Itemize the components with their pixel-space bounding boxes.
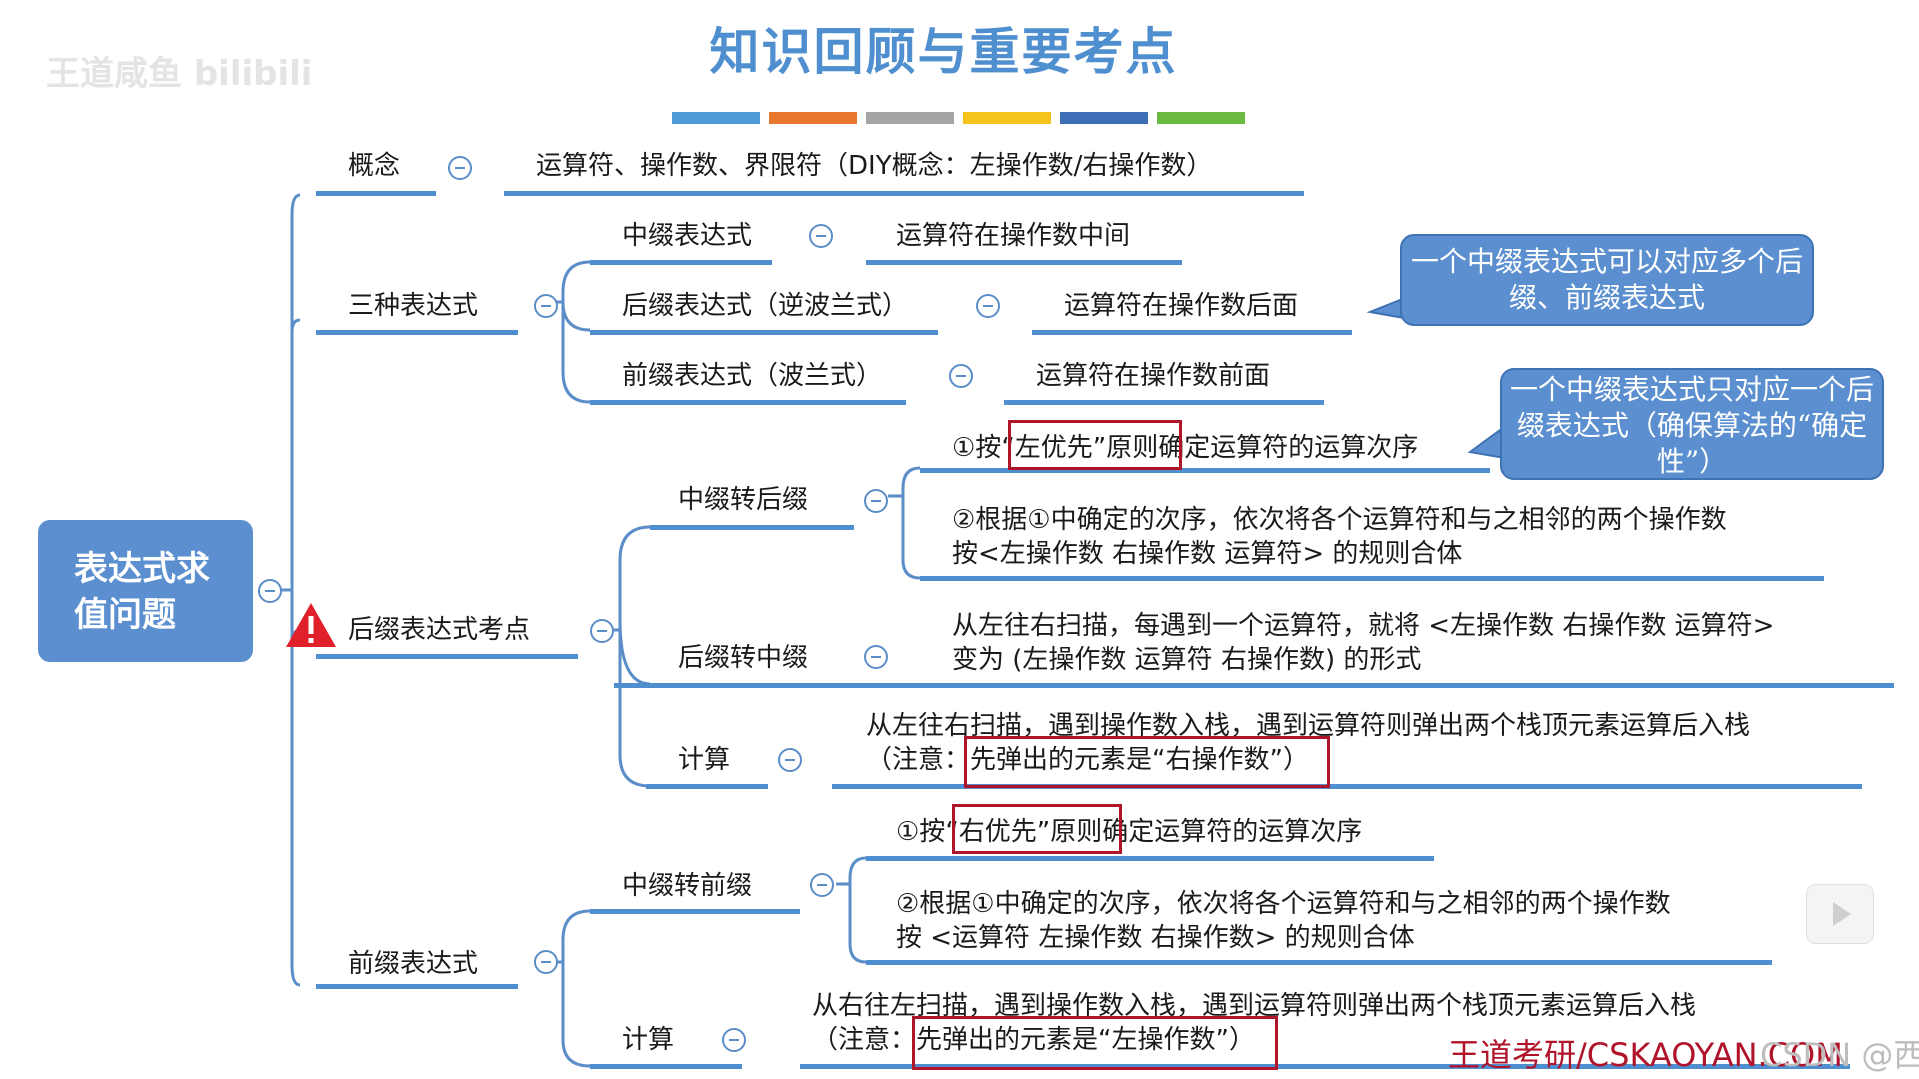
underline [316,984,518,989]
underline [316,330,518,335]
to-infix-line1: 从左往右扫描，每遇到一个运算符，就将 <左操作数 右操作数 运算符> [952,611,1775,641]
color-bar [963,112,1051,124]
callout-one-to-many: 一个中缀表达式可以对应多个后缀、前缀表达式 [1400,234,1814,326]
highlight-box [964,736,1330,788]
prefix-detail: 运算符在操作数前面 [1036,361,1271,391]
underline [590,909,800,914]
node-prefix-calc[interactable]: 计算 [622,1025,675,1055]
underline [316,654,578,659]
collapse-postfix-points-icon[interactable] [590,619,614,643]
collapse-prefix-icon[interactable] [949,364,973,388]
collapse-root-icon[interactable] [258,579,282,603]
footer-overlay: CSDN @西木九拌面 [1760,1036,1919,1074]
postfix-detail: 运算符在操作数后面 [1064,291,1299,321]
root-label: 表达式求值问题 [74,549,210,635]
collapse-postfix-icon[interactable] [976,294,1000,318]
collapse-concept-icon[interactable] [448,156,472,180]
infix-detail: 运算符在操作数中间 [896,221,1131,251]
postfix-calc-note: （注意：先弹出的元素是“右操作数”） [866,745,1309,775]
underline [920,576,1824,581]
underline [590,1064,742,1069]
underline [650,525,854,530]
node-postfix-points[interactable]: 后缀表达式考点 [348,615,531,645]
color-bar [1060,112,1148,124]
highlight-box [1008,420,1182,470]
underline [800,1064,1850,1069]
collapse-prefix-branch-icon[interactable] [534,950,558,974]
highlight-box [912,1016,1278,1070]
to-postfix-step2-line2: 按<左操作数 右操作数 运算符> 的规则合体 [952,539,1463,569]
color-bar [769,112,857,124]
to-postfix-step1: ①按“左优先”原则确定运算符的运算次序 [952,433,1419,463]
to-infix-line2: 变为 (左操作数 运算符 右操作数) 的形式 [952,645,1422,675]
node-three-expressions[interactable]: 三种表达式 [348,291,479,321]
slide-title: 知识回顾与重要考点 [709,22,1178,81]
underline [920,468,1490,473]
underline [866,856,1434,861]
concept-detail: 运算符、操作数、界限符（DIY概念：左操作数/右操作数） [536,151,1213,181]
underline [866,260,1182,265]
underline [614,683,1894,688]
collapse-prefix-calc-icon[interactable] [722,1028,746,1052]
underline [504,191,1304,196]
to-prefix-step2-line1: ②根据①中确定的次序，依次将各个运算符和与之相邻的两个操作数 [896,889,1671,919]
node-infix-to-prefix[interactable]: 中缀转前缀 [622,871,753,901]
collapse-to-prefix-icon[interactable] [810,873,834,897]
node-prefix[interactable]: 前缀表达式 [348,949,479,979]
node-infix-to-postfix[interactable]: 中缀转后缀 [678,485,809,515]
color-bar [672,112,760,124]
underline [866,960,1772,965]
prefix-calc-note: （注意：先弹出的元素是“左操作数”） [812,1025,1255,1055]
play-icon[interactable] [1806,884,1874,944]
underline [832,784,1862,789]
node-prefix-expr[interactable]: 前缀表达式（波兰式） [622,361,883,391]
underline [1004,400,1324,405]
underline [590,400,906,405]
footer-brand: 王道考研/CSKAOYAN.COM [1448,1036,1843,1074]
node-infix[interactable]: 中缀表达式 [622,221,753,251]
collapse-to-infix-icon[interactable] [864,645,888,669]
to-postfix-step2-line1: ②根据①中确定的次序，依次将各个运算符和与之相邻的两个操作数 [952,505,1727,535]
highlight-box [952,804,1122,854]
root-node[interactable]: 表达式求值问题 [38,520,253,662]
underline [1032,330,1352,335]
node-postfix-calc[interactable]: 计算 [678,745,731,775]
underline [646,784,768,789]
underline [590,260,772,265]
underline [316,191,436,196]
color-bar [866,112,954,124]
warning-icon [286,603,336,647]
underline [590,330,938,335]
to-prefix-step1: ①按“右优先”原则确定运算符的运算次序 [896,817,1363,847]
to-prefix-step2-line2: 按 <运算符 左操作数 右操作数> 的规则合体 [896,923,1415,953]
node-postfix[interactable]: 后缀表达式（逆波兰式） [622,291,909,321]
collapse-to-postfix-icon[interactable] [864,489,888,513]
color-bar [1157,112,1245,124]
collapse-infix-icon[interactable] [809,224,833,248]
watermark: 王道咸鱼 bilibili [46,54,313,94]
node-postfix-to-infix[interactable]: 后缀转中缀 [678,643,809,673]
collapse-postfix-calc-icon[interactable] [778,748,802,772]
node-concept[interactable]: 概念 [348,151,401,181]
callout-one-to-one: 一个中缀表达式只对应一个后缀表达式（确保算法的“确定性”） [1500,368,1884,480]
collapse-three-icon[interactable] [534,294,558,318]
